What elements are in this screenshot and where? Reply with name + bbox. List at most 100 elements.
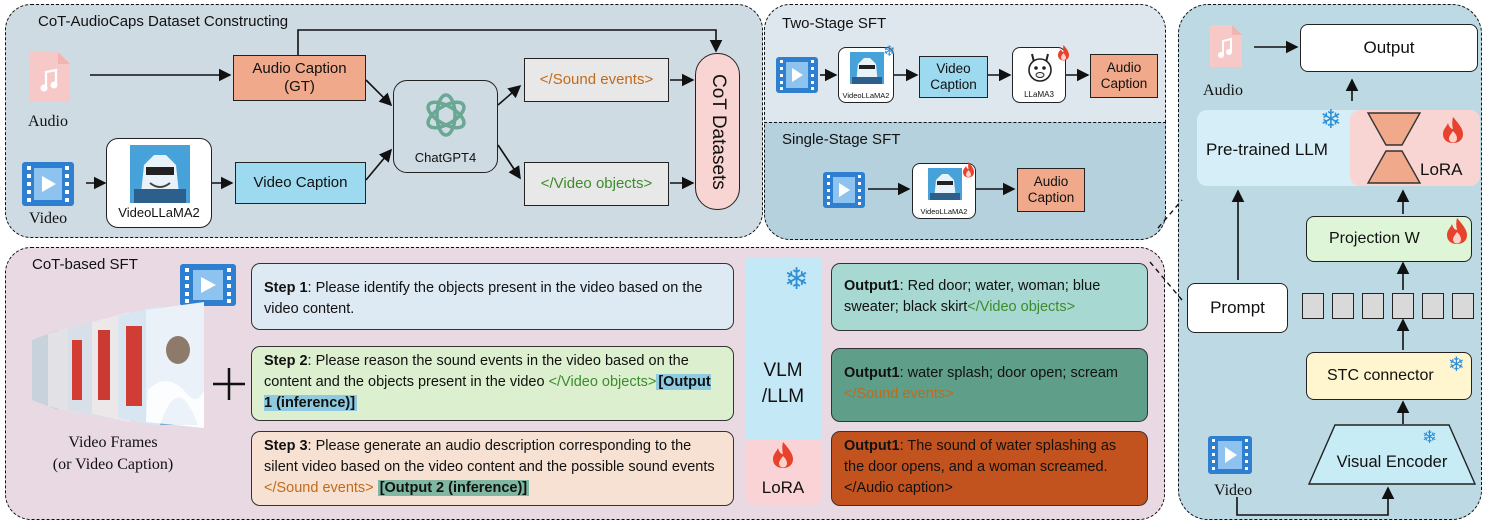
chatgpt-label: ChatGPT4 <box>414 150 477 166</box>
token-square <box>1392 293 1414 319</box>
two-stage-audio-caption-box: Audio Caption <box>1090 54 1158 98</box>
single-stage-audio-caption-line2: Caption <box>1027 190 1075 205</box>
video-frames-label-line1: Video Frames <box>68 434 158 451</box>
dataset-construct-title: CoT-AudioCaps Dataset Constructing <box>38 13 289 30</box>
two-stage-videollama-label: VideoLLaMA2 <box>842 91 890 100</box>
output2-text: : water splash; door open; scream <box>899 365 1118 381</box>
flame-icon <box>1447 218 1467 244</box>
lora-shape-icon <box>1366 112 1422 184</box>
flame-icon <box>773 442 793 468</box>
llama-label: LLaMA3 <box>1024 90 1054 100</box>
snowflake-icon: ❄ <box>1448 354 1465 376</box>
two-stage-video-caption-line2: Caption <box>930 77 977 92</box>
output1-bold: Output1 <box>844 278 900 294</box>
video-icon <box>823 172 865 208</box>
two-stage-audio-caption-line2: Caption <box>1100 76 1148 91</box>
video-frames-label-line2: (or Video Caption) <box>52 456 174 474</box>
two-stage-video-caption-box: Video Caption <box>919 56 988 98</box>
output-box: Output <box>1300 24 1478 72</box>
token-sequence <box>1302 293 1476 319</box>
cot-sft-title: CoT-based SFT <box>32 256 138 273</box>
videollama-box: VideoLLaMA2 <box>106 138 212 228</box>
vlm-line1: VLM <box>763 360 803 381</box>
token-square <box>1452 293 1474 319</box>
output-label: Output <box>1363 37 1415 57</box>
output2-box: Output1: water splash; door open; scream… <box>831 348 1148 422</box>
video-objects-tag-box: </Video objects> <box>524 162 669 206</box>
audio-file-icon <box>1210 25 1242 67</box>
stc-connector-box: STC connector <box>1306 352 1472 400</box>
output3-box: Output1: The sound of water splashing as… <box>831 431 1148 506</box>
video-label: Video <box>1214 482 1253 499</box>
chatgpt-box: ChatGPT4 <box>393 80 498 173</box>
two-stage-video-caption-line1: Video <box>936 60 971 76</box>
token-square <box>1422 293 1444 319</box>
step1-text: : Please identify the objects present in… <box>264 280 703 318</box>
output2-bold: Output1 <box>844 365 900 381</box>
videollama-avatar-icon <box>928 168 962 200</box>
output1-tag: </Video objects> <box>967 299 1076 316</box>
videollama-avatar-icon <box>130 145 190 203</box>
step3-box: Step 3: Please generate an audio descrip… <box>251 431 734 506</box>
step3-ref: [Output 2 (inference)] <box>377 480 530 497</box>
single-stage-videollama-label: VideoLLaMA2 <box>920 207 968 216</box>
step1-box: Step 1: Please identify the objects pres… <box>251 263 734 330</box>
video-objects-tag: </Video objects> <box>540 175 653 192</box>
token-square <box>1362 293 1384 319</box>
two-stage-videollama-box: VideoLLaMA2 <box>838 47 894 103</box>
output3-text: : The sound of water splashing as the do… <box>844 438 1117 497</box>
snowflake-icon: ❄ <box>883 43 896 60</box>
prompt-box: Prompt <box>1187 283 1288 333</box>
projection-box: Projection W <box>1306 216 1472 262</box>
step1-bold: Step 1 <box>264 280 308 296</box>
audio-label: Audio <box>28 113 68 130</box>
video-frames-label: Video Frames (or Video Caption) <box>28 432 198 477</box>
single-stage-audio-caption-line1: Audio <box>1033 173 1069 189</box>
video-caption-label: Video Caption <box>253 174 348 191</box>
llama-box: LLaMA3 <box>1012 47 1066 103</box>
single-stage-title: Single-Stage SFT <box>782 131 901 148</box>
flame-icon <box>1058 45 1069 61</box>
visual-encoder-label: Visual Encoder <box>1336 453 1448 471</box>
single-stage-videollama-box: VideoLLaMA2 <box>912 163 976 219</box>
llama-icon <box>1028 53 1052 82</box>
lora-label: LoRA <box>761 478 805 497</box>
two-stage-title: Two-Stage SFT <box>782 15 887 32</box>
pretrained-llm-label: Pre-trained LLM <box>1206 140 1328 159</box>
vlm-label: VLM /LLM <box>745 358 821 409</box>
audio-caption-gt-line2: (GT) <box>284 78 315 95</box>
vlm-column <box>745 258 821 439</box>
video-icon <box>776 57 818 93</box>
visual-encoder-box <box>1307 424 1477 485</box>
videollama-label: VideoLLaMA2 <box>118 205 200 221</box>
prompt-label: Prompt <box>1210 297 1265 317</box>
audio-label: Audio <box>1203 82 1243 99</box>
video-icon <box>180 264 236 306</box>
sound-events-tag-box: </Sound events> <box>524 58 669 102</box>
step3-tag: </Sound events> <box>264 480 374 497</box>
sound-events-tag: </Sound events> <box>539 71 654 88</box>
flame-icon <box>1443 117 1463 143</box>
stc-connector-label: STC connector <box>1327 367 1434 385</box>
video-label: Video <box>29 210 68 227</box>
vlm-line2: /LLM <box>761 385 805 407</box>
video-frames-image <box>32 302 204 428</box>
two-stage-audio-caption-line1: Audio <box>1106 59 1142 75</box>
token-square <box>1302 293 1324 319</box>
snowflake-icon: ❄ <box>784 263 810 296</box>
step3-bold: Step 3 <box>264 438 308 454</box>
chatgpt-logo-icon <box>426 93 466 137</box>
cot-datasets-box: CoT Datasets <box>695 53 740 210</box>
snowflake-icon: ❄ <box>1422 427 1438 447</box>
output3-bold: Output1 <box>844 438 900 454</box>
flame-icon <box>963 162 974 178</box>
step2-bold: Step 2 <box>264 353 308 369</box>
video-icon <box>22 162 74 206</box>
video-caption-box: Video Caption <box>235 162 366 204</box>
audio-caption-gt-line1: Audio Caption <box>252 60 347 77</box>
step2-box: Step 2: Please reason the sound events i… <box>251 346 734 421</box>
snowflake-icon: ❄ <box>1320 104 1342 134</box>
cot-datasets-label: CoT Datasets <box>707 73 729 190</box>
videollama-avatar-icon <box>850 52 884 84</box>
audio-caption-gt-box: Audio Caption (GT) <box>233 55 366 101</box>
